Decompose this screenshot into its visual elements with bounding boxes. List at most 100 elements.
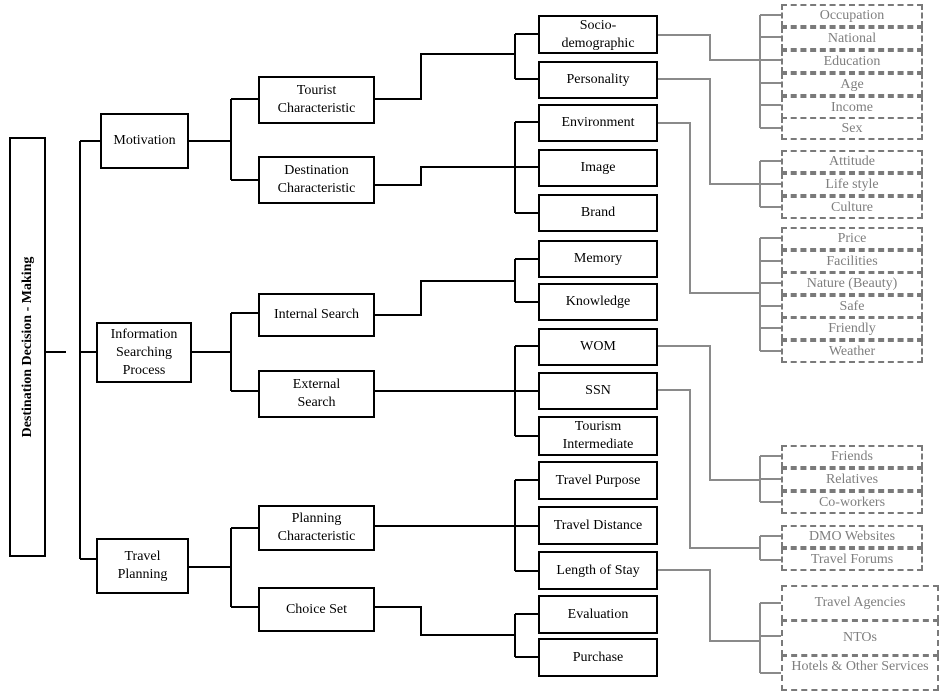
hotels-other-services-node: Hotels & Other Services bbox=[781, 655, 939, 691]
friendly-node: Friendly bbox=[781, 317, 923, 340]
travel-forums-node: Travel Forums bbox=[781, 548, 923, 571]
socio-label-line1: Socio- bbox=[579, 17, 617, 33]
purchase-node: Purchase bbox=[538, 638, 658, 677]
income-node: Income bbox=[781, 96, 923, 119]
internal-label: Internal Search bbox=[273, 307, 360, 322]
sex-node: Sex bbox=[781, 117, 923, 140]
tourist-label-line2: Characteristic bbox=[277, 101, 356, 116]
price-node: Price bbox=[781, 227, 923, 250]
tourism-label-line2: Intermediate bbox=[562, 437, 634, 452]
planning-characteristic-node: Planning Characteristic bbox=[258, 505, 375, 551]
facilities-node: Facilities bbox=[781, 250, 923, 273]
planning-label-line2: Characteristic bbox=[277, 529, 356, 544]
brand-node: Brand bbox=[538, 194, 658, 232]
friends-node: Friends bbox=[781, 445, 923, 468]
knowledge-label: Knowledge bbox=[565, 294, 631, 309]
dmo-websites-label: DMO Websites bbox=[808, 528, 896, 544]
safe-label: Safe bbox=[839, 298, 865, 314]
price-label: Price bbox=[837, 230, 867, 246]
travel-distance-node: Travel Distance bbox=[538, 506, 658, 545]
national-label: National bbox=[827, 30, 877, 46]
travel-label-line1: Travel bbox=[124, 549, 161, 564]
travel-agencies-label: Travel Agencies bbox=[814, 595, 906, 610]
tourist-label-line1: Tourist bbox=[296, 83, 337, 98]
external-search-node: External Search bbox=[258, 370, 375, 418]
nature-beauty-node: Nature (Beauty) bbox=[781, 272, 923, 295]
travel-planning-node: Travel Planning bbox=[96, 538, 189, 594]
information-searching-process-node: Information Searching Process bbox=[96, 322, 192, 383]
ntos-label: NTOs bbox=[843, 630, 877, 645]
education-node: Education bbox=[781, 50, 923, 73]
ssn-label: SSN bbox=[585, 383, 611, 398]
wom-node: WOM bbox=[538, 328, 658, 366]
environment-label: Environment bbox=[561, 115, 635, 130]
info-label-line2: Searching bbox=[116, 344, 172, 360]
external-label-line1: External bbox=[292, 377, 341, 392]
wom-label: WOM bbox=[580, 339, 616, 354]
occupation-node: Occupation bbox=[781, 4, 923, 27]
destination-label-line2: Characteristic bbox=[277, 181, 356, 196]
income-label: Income bbox=[831, 99, 873, 115]
environment-node: Environment bbox=[538, 104, 658, 142]
travel-agencies-node: Travel Agencies bbox=[781, 585, 939, 621]
socio-label-line2: demographic bbox=[561, 35, 635, 51]
travel-forums-label: Travel Forums bbox=[810, 551, 894, 567]
evaluation-node: Evaluation bbox=[538, 595, 658, 634]
weather-node: Weather bbox=[781, 340, 923, 363]
motivation-label: Motivation bbox=[113, 133, 176, 148]
dmo-websites-node: DMO Websites bbox=[781, 525, 923, 548]
distance-label: Travel Distance bbox=[553, 517, 643, 533]
safe-node: Safe bbox=[781, 295, 923, 318]
tourist-characteristic-node: Tourist Characteristic bbox=[258, 76, 375, 124]
destination-characteristic-node: Destination Characteristic bbox=[258, 156, 375, 204]
life-style-label: Life style bbox=[825, 176, 879, 192]
memory-label: Memory bbox=[573, 251, 623, 266]
attitude-node: Attitude bbox=[781, 150, 923, 173]
planning-label-line1: Planning bbox=[291, 511, 342, 526]
ntos-node: NTOs bbox=[781, 620, 939, 656]
age-label: Age bbox=[840, 76, 864, 92]
culture-label: Culture bbox=[831, 199, 873, 215]
evaluation-label: Evaluation bbox=[567, 606, 629, 622]
socio-demographic-node: Socio- demographic bbox=[538, 15, 658, 54]
tourism-intermediate-node: Tourism Intermediate bbox=[538, 416, 658, 456]
external-label-line2: Search bbox=[297, 395, 336, 410]
national-node: National bbox=[781, 27, 923, 50]
relatives-label: Relatives bbox=[825, 471, 879, 487]
weather-label: Weather bbox=[828, 343, 876, 359]
knowledge-node: Knowledge bbox=[538, 283, 658, 321]
length-of-stay-node: Length of Stay bbox=[538, 551, 658, 590]
length-label: Length of Stay bbox=[556, 562, 640, 578]
age-node: Age bbox=[781, 73, 923, 96]
image-label: Image bbox=[580, 160, 616, 175]
personality-label: Personality bbox=[566, 72, 630, 87]
root-label: Destination Decision - Making bbox=[19, 256, 35, 438]
root-node: Destination Decision - Making bbox=[9, 137, 46, 557]
destination-label-line1: Destination bbox=[284, 163, 349, 178]
purchase-label: Purchase bbox=[572, 649, 624, 665]
co-workers-node: Co-workers bbox=[781, 491, 923, 514]
relatives-node: Relatives bbox=[781, 468, 923, 491]
ssn-node: SSN bbox=[538, 372, 658, 410]
friendly-label: Friendly bbox=[828, 320, 876, 336]
hotels-label: Hotels & Other Services bbox=[791, 659, 929, 674]
co-workers-label: Co-workers bbox=[818, 494, 886, 510]
image-node: Image bbox=[538, 149, 658, 187]
nature-label: Nature (Beauty) bbox=[806, 275, 898, 291]
info-label-line1: Information bbox=[110, 326, 178, 342]
purpose-label: Travel Purpose bbox=[555, 472, 641, 488]
travel-purpose-node: Travel Purpose bbox=[538, 461, 658, 500]
culture-node: Culture bbox=[781, 196, 923, 219]
personality-node: Personality bbox=[538, 61, 658, 99]
attitude-label: Attitude bbox=[829, 153, 875, 169]
travel-label-line2: Planning bbox=[117, 567, 168, 582]
choice-set-node: Choice Set bbox=[258, 587, 375, 632]
facilities-label: Facilities bbox=[826, 253, 878, 269]
info-label-line3: Process bbox=[122, 362, 166, 378]
internal-search-node: Internal Search bbox=[258, 293, 375, 337]
sex-label: Sex bbox=[841, 120, 863, 136]
tourism-label-line1: Tourism bbox=[574, 419, 622, 434]
education-label: Education bbox=[823, 53, 881, 69]
motivation-node: Motivation bbox=[100, 113, 189, 169]
